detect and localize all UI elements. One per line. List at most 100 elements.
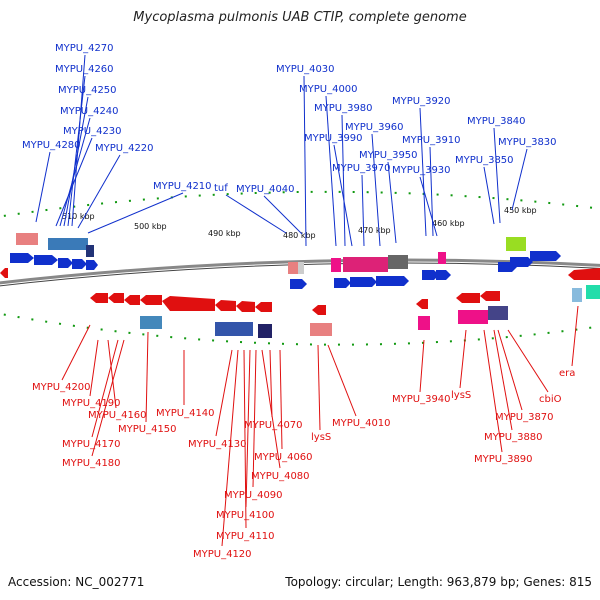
gene-arrow: [290, 279, 307, 289]
gene-label: MYPU_4240: [60, 106, 119, 117]
gene-label: MYPU_4260: [55, 64, 114, 75]
inner-tick-track: [0, 312, 600, 346]
feature-block: [288, 262, 298, 274]
label-connector: [317, 344, 321, 431]
feature-block: [506, 237, 526, 251]
gene-arrow: [255, 302, 272, 312]
gene-label: MYPU_4120: [193, 549, 252, 560]
gene-label: lysS: [311, 432, 331, 443]
feature-block: [572, 288, 582, 302]
gene-label: MYPU_3960: [345, 122, 404, 133]
label-connector: [459, 329, 467, 389]
label-connector: [371, 133, 381, 247]
gene-arrow: [162, 296, 215, 311]
gene-label: MYPU_3830: [498, 137, 557, 148]
genome-summary-text: Topology: circular; Length: 963,879 bp; …: [285, 575, 592, 589]
label-connector: [333, 144, 353, 247]
label-connector: [483, 166, 495, 225]
gene-label: MYPU_3910: [402, 135, 461, 146]
gene-label: MYPU_3870: [495, 412, 554, 423]
label-connector: [493, 127, 501, 224]
upper-label-connectors: [35, 54, 528, 247]
gene-label: MYPU_3890: [474, 454, 533, 465]
gene-label: MYPU_4100: [216, 510, 275, 521]
label-connector: [269, 349, 273, 418]
gene-arrow: [568, 268, 600, 280]
gene-label: MYPU_4000: [299, 84, 358, 95]
feature-block: [438, 252, 446, 264]
gene-arrow: [510, 257, 533, 267]
label-connector: [325, 95, 337, 247]
gene-label: MYPU_3940: [392, 394, 451, 405]
gene-label: MYPU_4080: [251, 471, 310, 482]
feature-block: [258, 324, 272, 338]
label-connector: [89, 339, 99, 397]
gene-arrow: [236, 301, 255, 312]
label-connector: [77, 154, 121, 229]
label-connector: [493, 329, 513, 431]
label-connector: [261, 349, 281, 469]
label-connector: [67, 75, 86, 227]
gene-arrow: [72, 259, 87, 269]
tick-label: 510 kbp: [62, 212, 95, 221]
label-connector: [507, 329, 549, 393]
label-connector: [263, 195, 303, 235]
gene-label: MYPU_4040: [236, 184, 295, 195]
label-connector: [55, 137, 93, 227]
tick-label: 460 kbp: [432, 219, 465, 228]
gene-arrow: [422, 270, 439, 280]
gene-arrow: [108, 293, 124, 303]
gene-label: MYPU_4280: [22, 140, 81, 151]
forward-gene-arrows: [10, 251, 561, 289]
label-connector: [327, 344, 357, 417]
label-connector: [91, 339, 119, 438]
tick-label: 450 kbp: [504, 206, 537, 215]
tick-label: 490 kbp: [208, 229, 241, 238]
gene-label: MYPU_4270: [55, 43, 114, 54]
feature-block: [298, 262, 304, 274]
feature-block: [16, 233, 38, 245]
gene-label: era: [559, 368, 575, 379]
gene-arrow: [334, 278, 351, 288]
gene-label: MYPU_4230: [63, 126, 122, 137]
gene-label: MYPU_4090: [224, 490, 283, 501]
label-connector: [419, 176, 438, 237]
gene-label: MYPU_4130: [188, 439, 247, 450]
map-title: Mycoplasma pulmonis UAB CTIP, complete g…: [133, 10, 467, 25]
feature-block: [86, 245, 94, 257]
gene-label: cbiO: [539, 394, 562, 405]
upper-feature-blocks: [16, 233, 526, 274]
label-connector: [387, 161, 397, 244]
gene-label: MYPU_4030: [276, 64, 335, 75]
label-connector: [61, 324, 91, 381]
gene-label: MYPU_4180: [62, 458, 121, 469]
gene-arrow: [58, 258, 73, 268]
feature-block: [388, 255, 408, 269]
label-connector: [225, 194, 287, 234]
reverse-gene-arrows: [0, 268, 600, 315]
gene-arrow: [90, 293, 108, 303]
feature-block: [488, 306, 508, 320]
feature-block: [418, 316, 430, 330]
tick-label: 500 kbp: [134, 222, 167, 231]
gene-label: MYPU_4200: [32, 382, 91, 393]
gene-label: MYPU_3880: [484, 432, 543, 443]
feature-block: [343, 257, 388, 272]
gene-label: MYPU_3980: [314, 103, 373, 114]
gene-label: tuf: [214, 183, 228, 194]
label-connector: [107, 339, 117, 409]
gene-label: MYPU_4220: [95, 143, 154, 154]
label-connector: [91, 339, 125, 457]
gene-label: MYPU_3970: [332, 163, 391, 174]
feature-block: [331, 258, 341, 272]
lower-feature-blocks: [140, 285, 600, 338]
label-connector: [243, 349, 247, 529]
label-connector: [511, 148, 528, 211]
gene-arrow: [456, 293, 480, 303]
gene-label: lysS: [451, 390, 471, 401]
feature-block: [458, 310, 488, 324]
gene-arrow: [140, 295, 162, 305]
gene-label: MYPU_4210: [153, 181, 212, 192]
gene-label: MYPU_4170: [62, 439, 121, 450]
label-connector: [341, 114, 346, 247]
